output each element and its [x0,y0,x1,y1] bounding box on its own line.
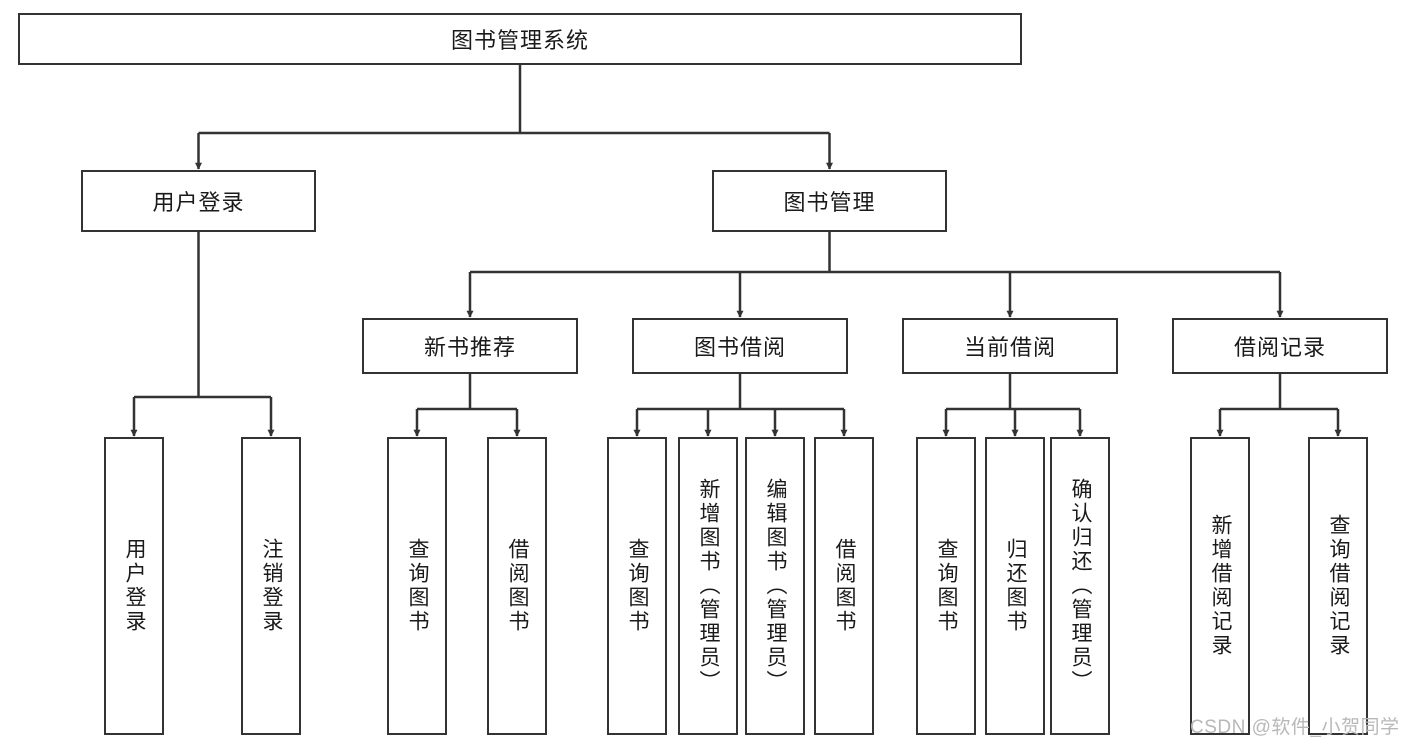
node-leaf-confirm-return[interactable]: 确认归还（管理员） [1050,437,1110,735]
node-label: 用户登录 [123,538,147,634]
node-current-borrow[interactable]: 当前借阅 [902,318,1118,374]
node-leaf-add-book[interactable]: 新增图书（管理员） [678,437,738,735]
node-label: 当前借阅 [963,335,1056,360]
node-label: 编辑图书（管理员） [764,478,788,694]
node-new-book-rec[interactable]: 新书推荐 [362,318,578,374]
node-label: 新书推荐 [423,335,516,360]
node-label: 查询图书 [406,538,430,634]
node-label: 查询图书 [935,538,959,634]
node-label: 图书管理 [783,190,876,215]
node-label: 借阅图书 [833,538,857,634]
node-leaf-logout-login[interactable]: 注销登录 [241,437,301,735]
node-label: 确认归还（管理员） [1069,478,1093,694]
node-leaf-borrow-book-2[interactable]: 借阅图书 [814,437,874,735]
node-label: 借阅记录 [1233,335,1326,360]
node-label: 归还图书 [1004,538,1028,634]
node-leaf-return-book[interactable]: 归还图书 [985,437,1045,735]
node-label: 查询借阅记录 [1327,514,1351,658]
node-leaf-borrow-book-1[interactable]: 借阅图书 [487,437,547,735]
node-leaf-edit-book[interactable]: 编辑图书（管理员） [745,437,805,735]
node-borrow-record[interactable]: 借阅记录 [1172,318,1388,374]
watermark-text: CSDN @软件_小贺同学 [1190,717,1400,738]
node-leaf-user-login[interactable]: 用户登录 [104,437,164,735]
node-label: 借阅图书 [506,538,530,634]
node-leaf-query-book-2[interactable]: 查询图书 [607,437,667,735]
node-root[interactable]: 图书管理系统 [18,13,1022,65]
node-book-borrow[interactable]: 图书借阅 [632,318,848,374]
node-leaf-query-record[interactable]: 查询借阅记录 [1308,437,1368,735]
node-label: 用户登录 [152,190,245,215]
node-label: 注销登录 [260,538,284,634]
node-label: 查询图书 [626,538,650,634]
node-leaf-query-book-1[interactable]: 查询图书 [387,437,447,735]
node-user-login[interactable]: 用户登录 [81,170,316,232]
node-label: 图书借阅 [693,335,786,360]
node-label: 图书管理系统 [450,28,589,53]
node-leaf-add-record[interactable]: 新增借阅记录 [1190,437,1250,735]
node-label: 新增图书（管理员） [697,478,721,694]
node-leaf-query-book-3[interactable]: 查询图书 [916,437,976,735]
node-label: 新增借阅记录 [1209,514,1233,658]
node-book-manage[interactable]: 图书管理 [712,170,947,232]
